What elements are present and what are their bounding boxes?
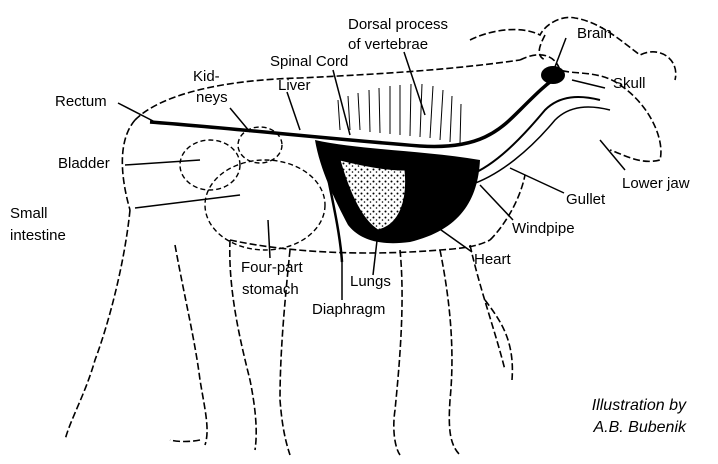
label-bladder: Bladder: [58, 155, 110, 172]
label-spinal-cord: Spinal Cord: [270, 53, 348, 70]
label-heart: Heart: [474, 251, 512, 268]
label-dorsal-process-line1: Dorsal process: [348, 16, 448, 33]
label-brain: Brain: [577, 25, 612, 42]
label-kidneys-line2: neys: [196, 89, 228, 106]
spinal-cord: [150, 75, 560, 147]
brain: [541, 66, 565, 84]
label-gullet: Gullet: [566, 191, 606, 208]
label-diaphragm: Diaphragm: [312, 301, 385, 318]
windpipe: [470, 107, 610, 185]
label-small-intestine-line2: intestine: [10, 227, 66, 244]
credit-line1: Illustration by: [592, 397, 687, 414]
label-skull: Skull: [613, 75, 646, 92]
stomach-outline: [180, 127, 325, 250]
label-kidneys-line1: Kid-: [193, 68, 220, 85]
label-lower-jaw: Lower jaw: [622, 175, 690, 192]
label-windpipe: Windpipe: [512, 220, 575, 237]
label-rectum: Rectum: [55, 93, 107, 110]
dorsal-processes: [338, 84, 461, 144]
label-dorsal-process-line2: of vertebrae: [348, 36, 428, 53]
label-four-part-stomach-line1: Four-part: [241, 259, 304, 276]
credit-line2: A.B. Bubenik: [593, 419, 688, 436]
label-four-part-stomach-line2: stomach: [242, 281, 299, 298]
label-small-intestine-line1: Small: [10, 205, 48, 222]
label-liver: Liver: [278, 77, 311, 94]
label-lungs: Lungs: [350, 273, 391, 290]
